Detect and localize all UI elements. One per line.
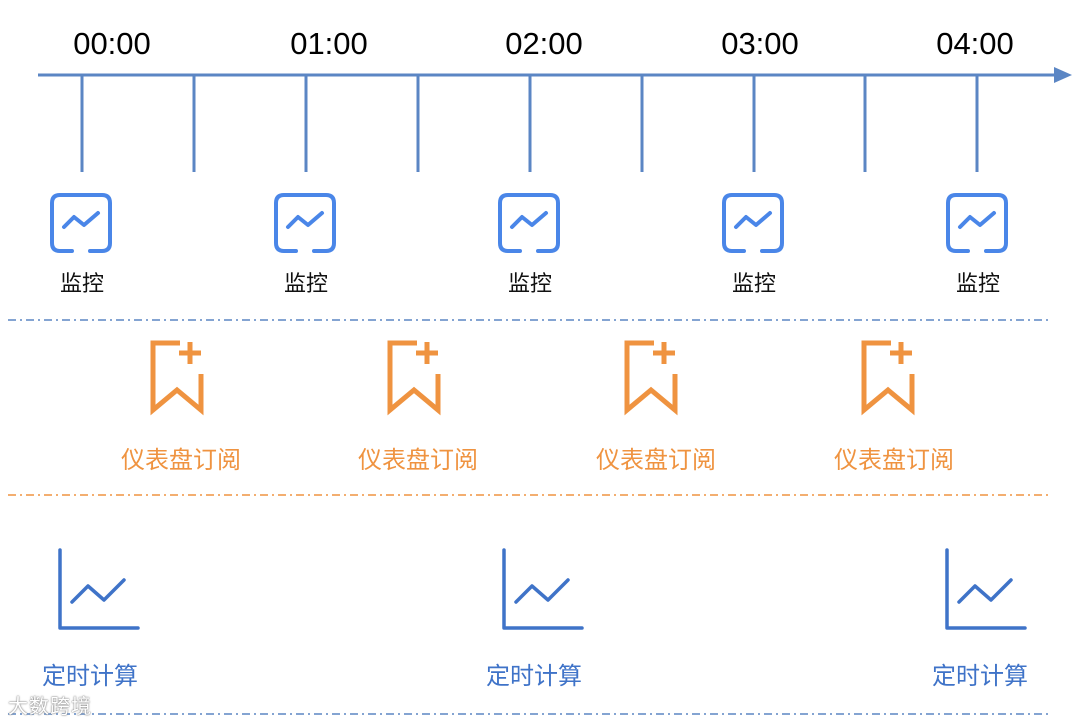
line-chart-icon — [502, 548, 584, 630]
subscription-label: 仪表盘订阅 — [358, 446, 478, 474]
monitor-chart-icon — [498, 193, 560, 253]
monitor-label: 监控 — [731, 272, 776, 297]
bookmark-add-icon — [150, 340, 204, 416]
monitor-chart-icon — [946, 193, 1008, 253]
monitor-label: 监控 — [283, 272, 328, 297]
bookmark-add-icon — [387, 340, 441, 416]
monitor-chart-icon — [50, 193, 112, 253]
time-label-4: 04:00 — [936, 26, 1014, 61]
timeline-arrow-head — [1054, 67, 1072, 83]
time-label-2: 02:00 — [505, 26, 583, 61]
bookmark-add-icon — [624, 340, 678, 416]
watermark: 大数跨境 — [8, 694, 92, 718]
scheduled-label: 定时计算 — [932, 662, 1028, 690]
time-label-0: 00:00 — [73, 26, 151, 61]
subscription-label: 仪表盘订阅 — [121, 446, 241, 474]
time-label-3: 03:00 — [721, 26, 799, 61]
scheduled-label: 定时计算 — [42, 662, 138, 690]
monitor-chart-icon — [274, 193, 336, 253]
line-chart-icon — [58, 548, 140, 630]
monitor-label: 监控 — [59, 272, 104, 297]
scheduled-label: 定时计算 — [486, 662, 582, 690]
monitor-chart-icon — [722, 193, 784, 253]
bookmark-add-icon — [861, 340, 915, 416]
monitor-label: 监控 — [507, 272, 552, 297]
monitor-label: 监控 — [955, 272, 1000, 297]
line-chart-icon — [945, 548, 1027, 630]
subscription-label: 仪表盘订阅 — [596, 446, 716, 474]
timeline-ticks — [80, 75, 979, 172]
time-label-1: 01:00 — [290, 26, 368, 61]
subscription-label: 仪表盘订阅 — [834, 446, 954, 474]
